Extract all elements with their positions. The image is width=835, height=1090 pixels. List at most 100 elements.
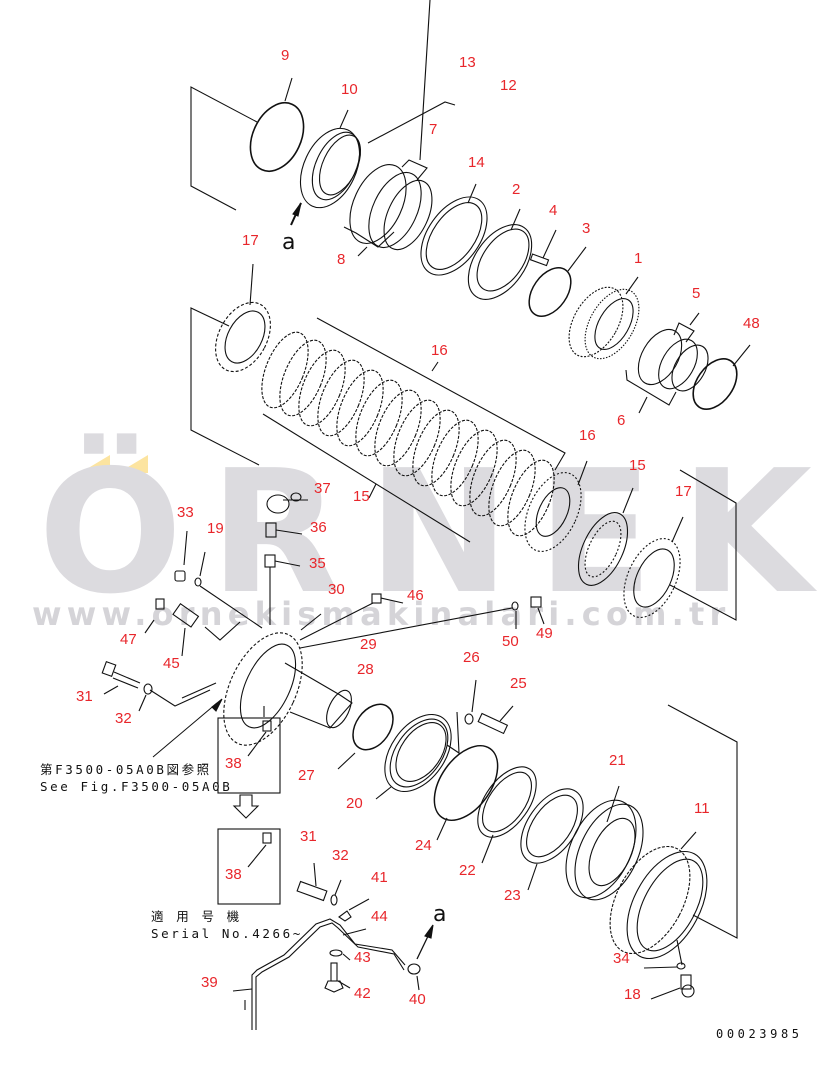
part-callout-17: 17 [675, 483, 692, 500]
plug-33-washer-19 [174, 530, 263, 629]
view-marker-a-bottom: a [433, 902, 447, 927]
part-callout-13: 13 [459, 54, 476, 71]
part-callout-29: 29 [360, 636, 377, 653]
plate-17-left [215, 263, 271, 373]
sensor-stack [264, 492, 308, 625]
part-callout-15: 15 [629, 457, 646, 474]
part-callout-50: 50 [502, 633, 519, 650]
part-callout-2: 2 [512, 181, 521, 198]
disc-15 [577, 487, 634, 586]
part-callout-24: 24 [415, 837, 432, 854]
ring-23 [520, 788, 584, 891]
part-callout-20: 20 [346, 795, 363, 812]
pin-4 [529, 229, 557, 267]
ring-14 [420, 183, 488, 276]
gear-hub-1 [568, 276, 640, 360]
part-callout-44: 44 [371, 908, 388, 925]
o-ring-27 [337, 703, 394, 770]
part-callout-39: 39 [201, 974, 218, 991]
serial-note-en: Serial No.4266~ [151, 926, 303, 941]
part-callout-41: 41 [371, 869, 388, 886]
watermark-brand: Ö R N E K [38, 434, 818, 632]
top-group-bracket [190, 86, 456, 211]
detail-box-38-upper [217, 717, 281, 819]
part-callout-40: 40 [409, 991, 426, 1008]
reference-note-jp: 第F3500-05A0B図参照 [40, 762, 212, 777]
part-callout-32: 32 [115, 710, 132, 727]
part-callout-15: 15 [353, 488, 370, 505]
part-callout-12: 12 [500, 77, 517, 94]
view-marker-a-top: a [282, 230, 296, 255]
part-callout-49: 49 [536, 625, 553, 642]
part-callout-45: 45 [163, 655, 180, 672]
watermark-accent-left [80, 455, 110, 473]
part-callout-11: 11 [694, 800, 710, 817]
part-callout-30: 30 [328, 581, 345, 598]
bolt-31-washer-32 [101, 660, 153, 712]
watermark-letter: Ö [38, 434, 189, 632]
reference-note-en: See Fig.F3500-05A0B [40, 779, 233, 794]
clutch-discs [261, 331, 555, 537]
plug-18-washer-34 [643, 962, 695, 1000]
part-callout-46: 46 [407, 587, 424, 604]
part-callout-26: 26 [463, 649, 480, 666]
part-callout-9: 9 [281, 47, 290, 64]
watermark-letter: N [367, 434, 516, 632]
plugs-46-49-50 [299, 593, 545, 649]
watermark-accent-right [118, 455, 148, 473]
detail-box-38-lower [217, 828, 281, 905]
seal-20 [375, 713, 452, 800]
part-callout-3: 3 [582, 220, 591, 237]
part-callout-16: 16 [431, 342, 448, 359]
part-callout-38: 38 [225, 866, 242, 883]
o-ring-3 [528, 246, 587, 317]
o-ring-48 [692, 344, 751, 410]
part-callout-33: 33 [177, 504, 194, 521]
part-callout-36: 36 [310, 519, 327, 536]
o-ring-24 [433, 744, 499, 841]
part-callout-38: 38 [225, 755, 242, 772]
bolt-25-washer-26 [446, 679, 514, 755]
part-callout-34: 34 [613, 950, 630, 967]
part-callout-31: 31 [300, 828, 317, 845]
part-callout-16: 16 [579, 427, 596, 444]
part-callout-8: 8 [337, 251, 346, 268]
part-callout-32: 32 [332, 847, 349, 864]
part-callout-23: 23 [504, 887, 521, 904]
part-callout-47: 47 [120, 631, 137, 648]
part-callout-35: 35 [309, 555, 326, 572]
o-ring-9 [249, 77, 305, 172]
watermark-letter: R [209, 434, 347, 632]
part-callout-31: 31 [76, 688, 93, 705]
part-callout-43: 43 [354, 949, 371, 966]
drawing-number: 00023985 [716, 1027, 803, 1041]
part-callout-7: 7 [429, 121, 438, 138]
ring-2 [467, 208, 533, 300]
part-callout-22: 22 [459, 862, 476, 879]
part-callout-4: 4 [549, 202, 558, 219]
watermark-letter: K [680, 434, 818, 632]
part-callout-48: 48 [743, 315, 760, 332]
drum-11 [609, 704, 738, 966]
ring-10 [290, 109, 362, 226]
tube-assembly [232, 862, 434, 1030]
serial-note-jp: 適 用 号 機 [151, 909, 242, 924]
part-callout-18: 18 [624, 986, 641, 1003]
part-callout-37: 37 [314, 480, 331, 497]
part-callout-5: 5 [692, 285, 701, 302]
part-callout-6: 6 [617, 412, 626, 429]
part-callout-27: 27 [298, 767, 315, 784]
part-callout-21: 21 [609, 752, 626, 769]
fitting-45-47 [144, 598, 241, 657]
housing-30 [149, 613, 353, 758]
part-callout-17: 17 [242, 232, 259, 249]
plate-16 [524, 460, 588, 552]
part-callout-28: 28 [357, 661, 374, 678]
plate-21 [565, 785, 644, 901]
piston-7-8 [343, 0, 433, 257]
part-callout-10: 10 [341, 81, 358, 98]
ring-22 [477, 766, 537, 864]
part-callout-1: 1 [634, 250, 643, 267]
part-callout-42: 42 [354, 985, 371, 1002]
